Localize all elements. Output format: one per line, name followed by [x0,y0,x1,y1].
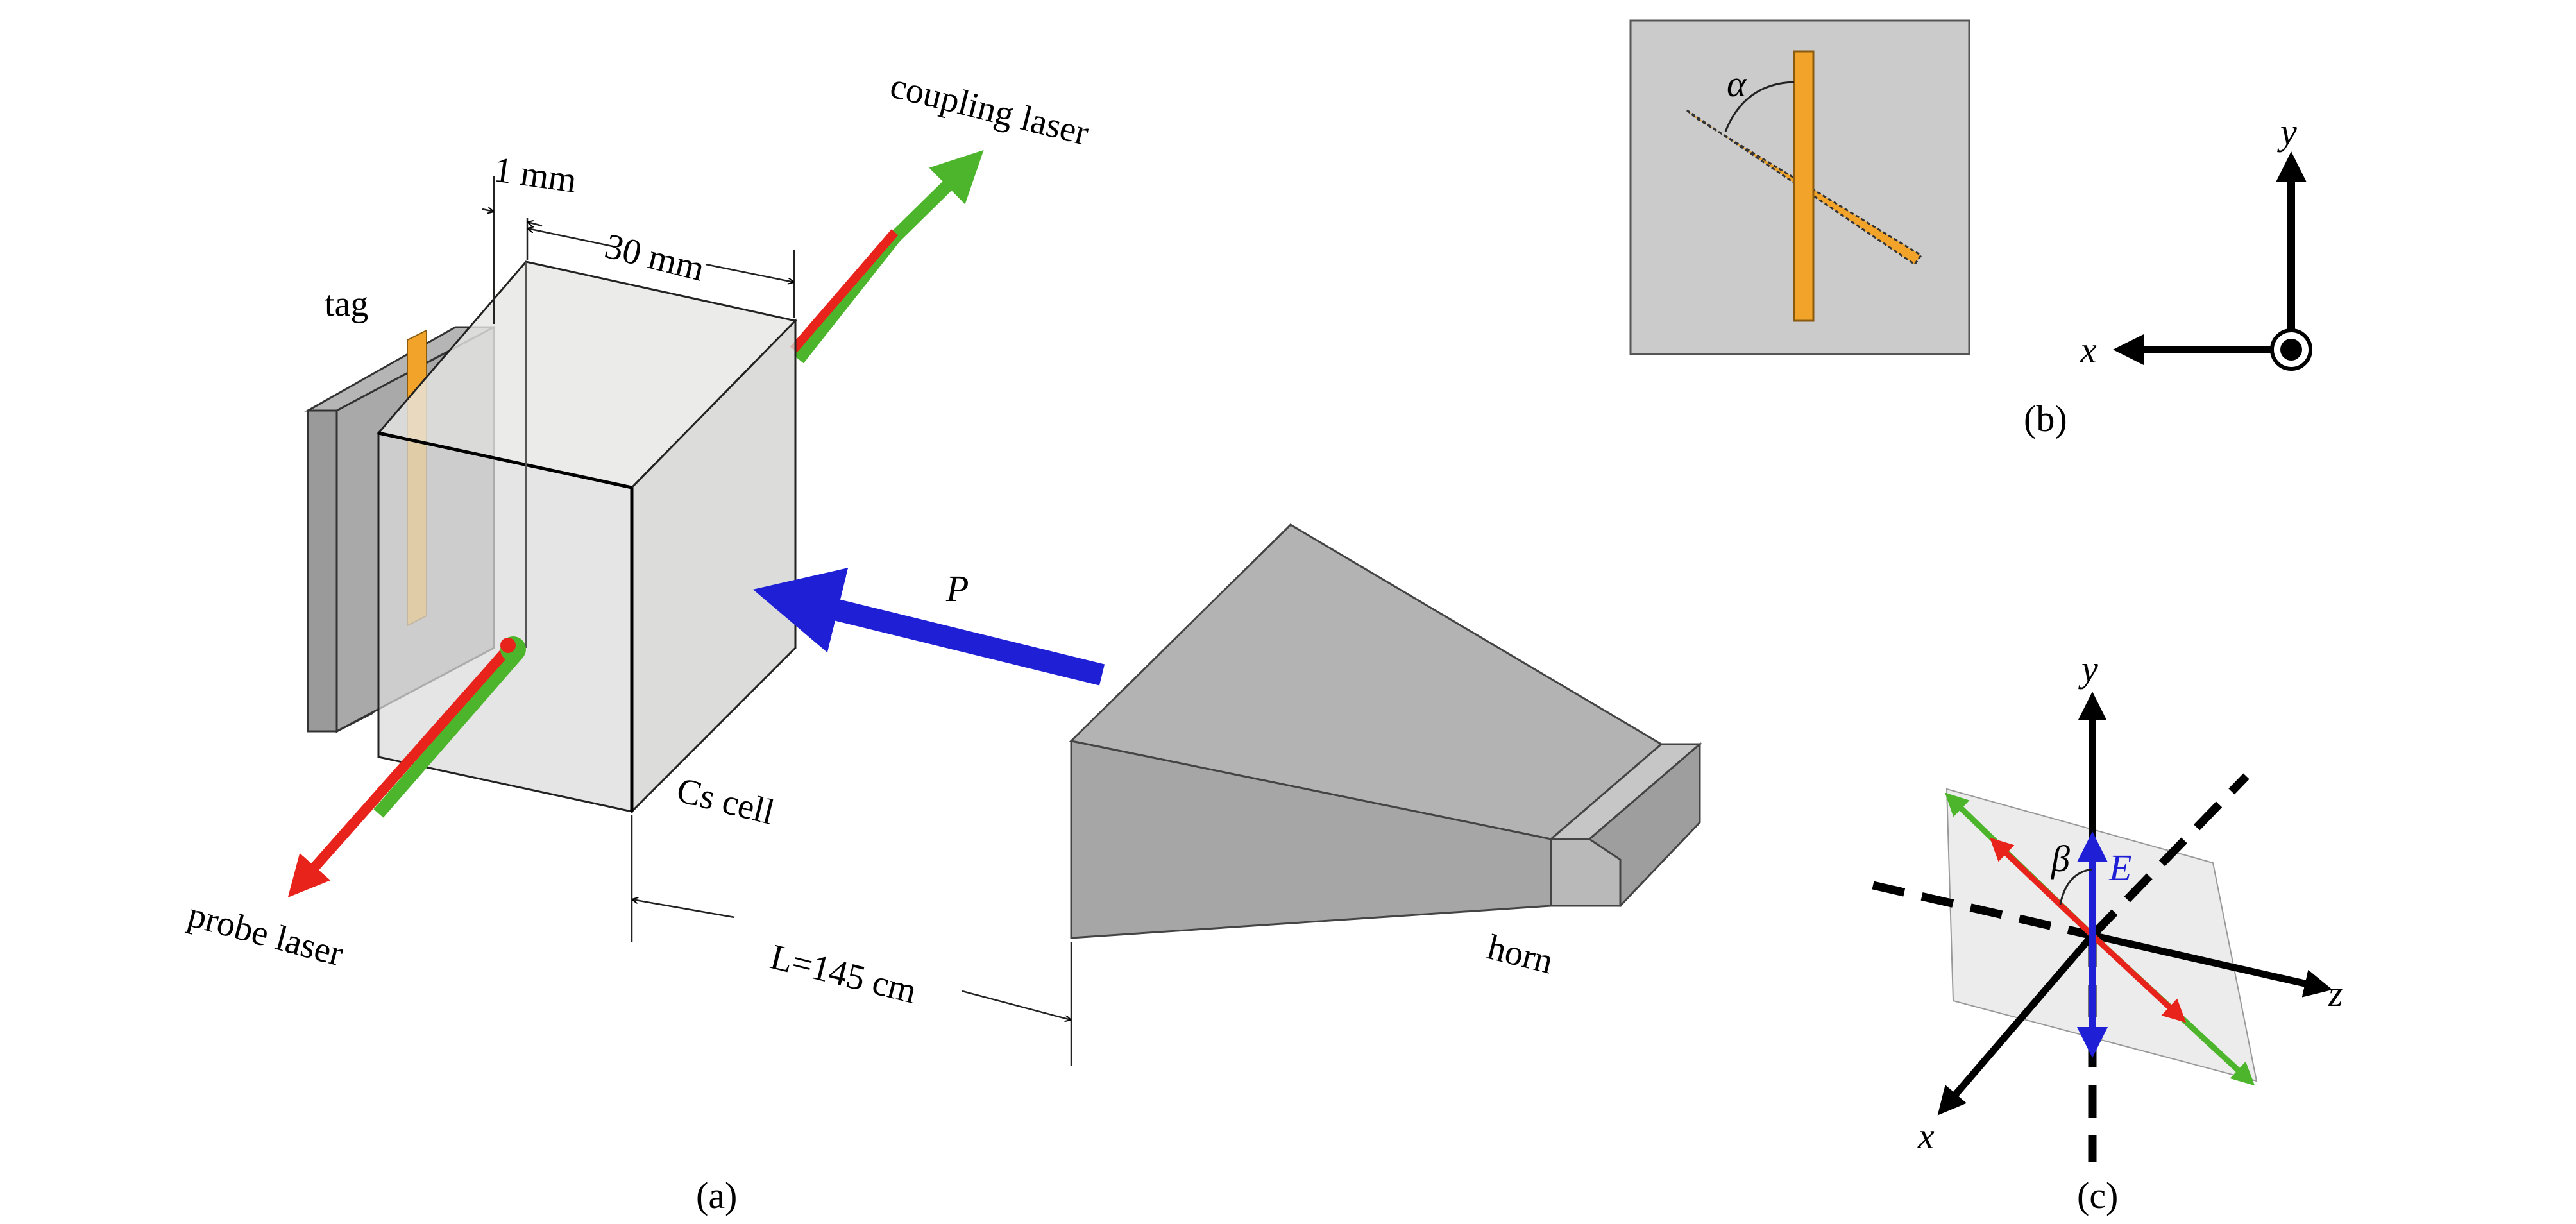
b-x-label: x [2080,329,2097,371]
panel-c: β E y z x (c) [1872,648,2343,1216]
probe-laser-beam [287,636,526,897]
probe-polarization-arrow-up [1989,837,2095,938]
e-field-label: E [2108,847,2131,888]
dashed-diagonal-axis [2089,773,2250,939]
power-label: P [945,568,969,609]
dimension-lines [482,176,1071,1066]
c-z-axis-arrow [2091,931,2333,998]
probe-laser-label: probe laser [184,895,348,974]
beta-arc [2059,868,2093,905]
c-x-label: x [1917,1115,1935,1157]
panel-a-caption: (a) [696,1175,737,1216]
coupling-laser-label: coupling laser [886,65,1093,153]
c-z-label: z [2328,973,2343,1014]
cs-cell-label: Cs cell [673,770,778,832]
alpha-label: α [1727,63,1747,105]
panel-b-caption: (b) [2024,398,2067,439]
panel-b: α y x (b) [1629,19,2312,439]
dashed-horizontal-axis [1872,881,2094,940]
horn-antenna [1069,523,1703,939]
panel-c-caption: (c) [2077,1175,2118,1216]
c-x-axis-arrow [1937,933,2096,1116]
probe-polarization-arrow-down [2090,933,2187,1023]
coupling-laser-beam [790,149,984,364]
c-y-label: y [2078,648,2098,690]
alpha-arc [1724,81,1795,132]
gap-dimension-label: 1 mm [491,149,579,200]
cell-size-label: 30 mm [601,226,708,289]
beta-label: β [2051,838,2070,880]
distance-label: L=145 cm [767,937,920,1011]
vertical-strip [1793,50,1815,322]
power-arrow [752,568,1105,686]
b-y-label: y [2277,111,2297,153]
horn-label: horn [1484,927,1557,982]
panel-a: tag 1 mm 30 mm coupling laser probe lase… [184,65,1703,1216]
tag-label: tag [325,284,368,324]
